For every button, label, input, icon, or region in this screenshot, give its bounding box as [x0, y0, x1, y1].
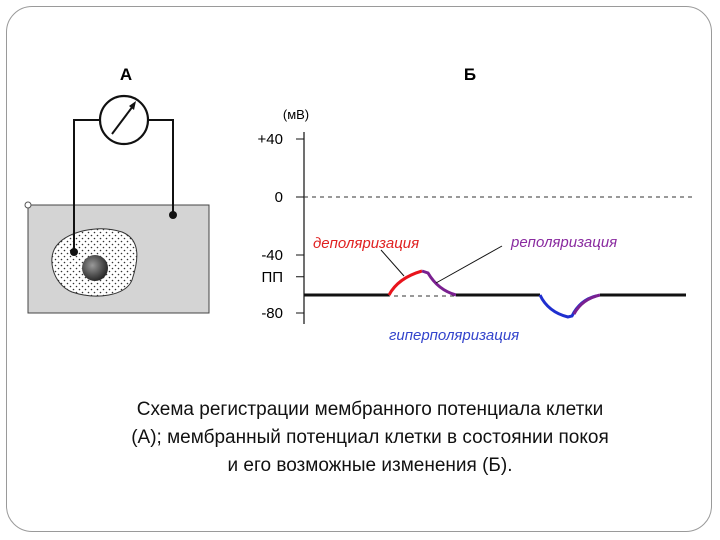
electrode-wire-inner	[73, 119, 99, 252]
electrode-wire-outer	[149, 119, 174, 215]
tick-label: +40	[258, 131, 283, 148]
reference-electrode	[169, 211, 177, 219]
tick-label: ПП	[261, 269, 283, 286]
depolarization-pointer	[380, 249, 405, 277]
depolarization-curve	[387, 269, 423, 296]
repolarization-curve	[421, 269, 457, 297]
axis-unit: (мВ)	[283, 107, 309, 122]
figure-caption: Схема регистрации мембранного потенциала…	[60, 396, 680, 480]
hyperpolarization-recovery-curve	[572, 293, 601, 315]
tick-label: 0	[275, 189, 283, 206]
tick-label: -80	[261, 305, 283, 322]
microelectrode-tip	[70, 248, 78, 256]
caption-line-1: Схема регистрации мембранного потенциала…	[136, 399, 604, 420]
corner-marker	[24, 201, 32, 209]
tick-label: -40	[261, 247, 283, 264]
cell-nucleus	[82, 255, 108, 281]
caption-line-2: (А); мембранный потенциал клетки в состо…	[131, 427, 609, 448]
depolarization-label: деполяризация	[313, 235, 419, 252]
hyperpolarization-label: гиперполяризация	[389, 327, 519, 344]
panel-b-label: Б	[464, 65, 476, 84]
repolarization-pointer	[435, 245, 503, 284]
voltmeter-icon	[98, 94, 150, 146]
panel-a-label: А	[120, 65, 132, 84]
repolarization-label: реполяризация	[510, 234, 617, 251]
caption-line-3: и его возможные изменения (Б).	[227, 455, 513, 476]
